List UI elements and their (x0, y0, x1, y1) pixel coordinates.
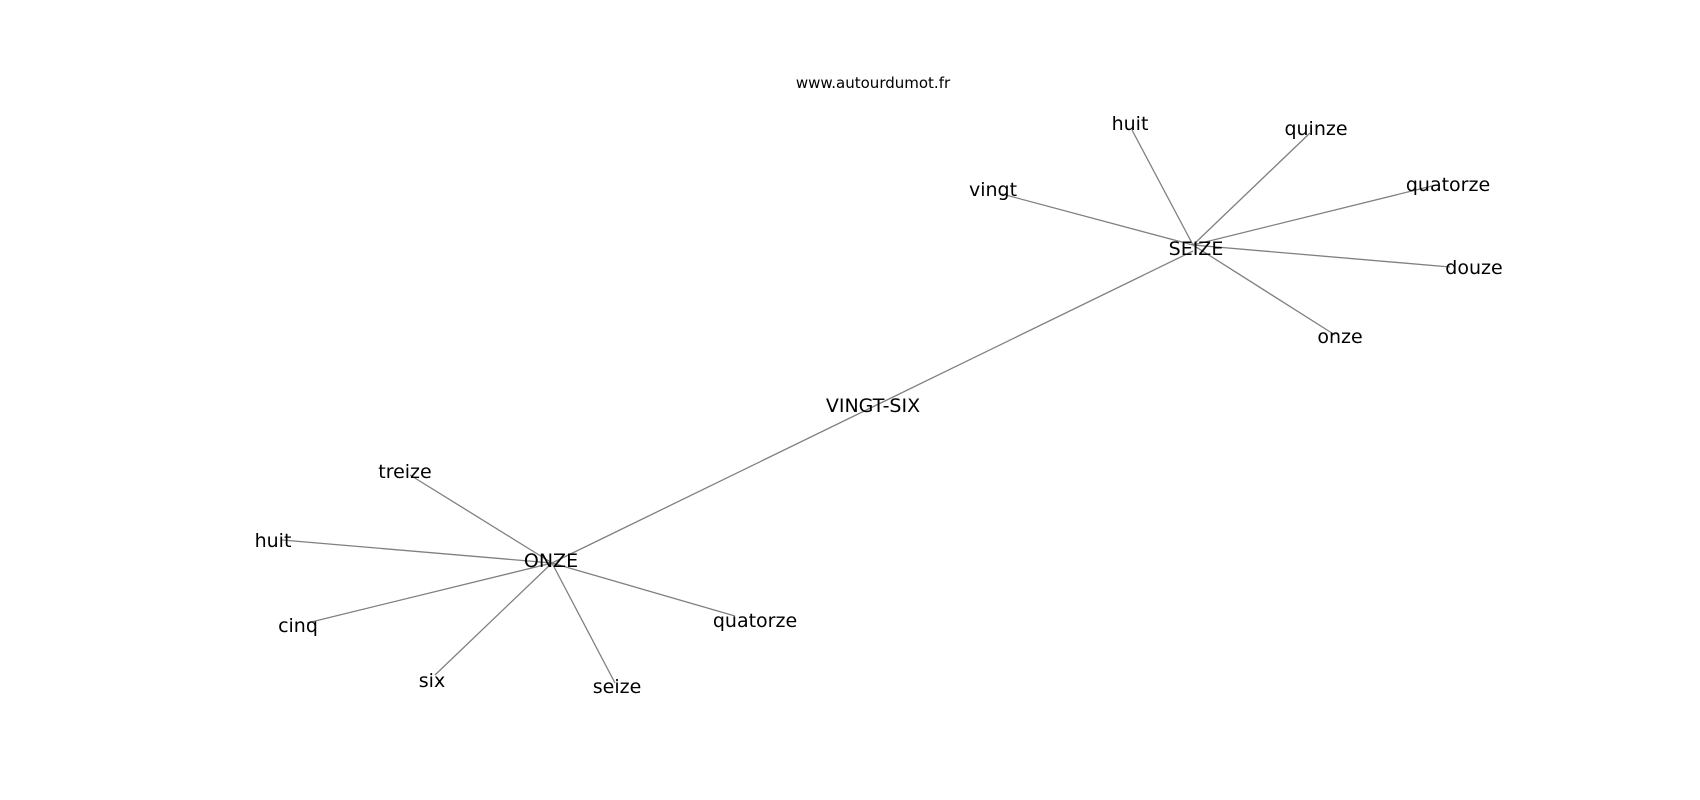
node-label-seize-onze: onze (1317, 326, 1362, 348)
edge-onze-cinq (306, 562, 553, 624)
node-label-onze-treize: treize (378, 461, 431, 483)
hub-node-label-seize: SEIZE (1169, 238, 1224, 260)
hub-node-label-onze: ONZE (524, 550, 578, 572)
edge-onze-seize (551, 562, 616, 684)
edge-hub-seize-hub-onze (551, 250, 1194, 564)
edge-seize-onze (1192, 244, 1336, 336)
center-node-label: VINGT-SIX (826, 395, 920, 417)
node-label-seize-huit: huit (1112, 113, 1149, 135)
labels-layer: www.autourdumot.fr VINGT-SIX SEIZE vingt… (255, 74, 1503, 698)
node-label-seize-vingt: vingt (969, 179, 1017, 201)
node-label-seize-quatorze: quatorze (1406, 174, 1490, 196)
node-label-onze-quatorze: quatorze (713, 610, 797, 632)
node-label-onze-huit: huit (255, 530, 292, 552)
edge-seize-quatorze (1192, 185, 1433, 246)
edge-seize-douze (1192, 244, 1451, 268)
edge-onze-six (434, 562, 553, 676)
watermark: www.autourdumot.fr (796, 74, 951, 92)
node-label-onze-seize: seize (593, 676, 642, 698)
edges-layer (281, 129, 1451, 684)
edge-onze-huit (281, 539, 553, 564)
node-label-onze-cinq: cinq (278, 615, 318, 637)
edge-seize-huit (1131, 129, 1194, 246)
node-label-seize-douze: douze (1445, 257, 1502, 279)
edge-onze-treize (409, 474, 553, 564)
edge-seize-vingt (1001, 193, 1194, 246)
node-label-onze-six: six (419, 670, 445, 692)
node-label-seize-quinze: quinze (1284, 118, 1347, 140)
edge-onze-quatorze (551, 562, 736, 617)
edge-seize-quinze (1192, 132, 1311, 246)
